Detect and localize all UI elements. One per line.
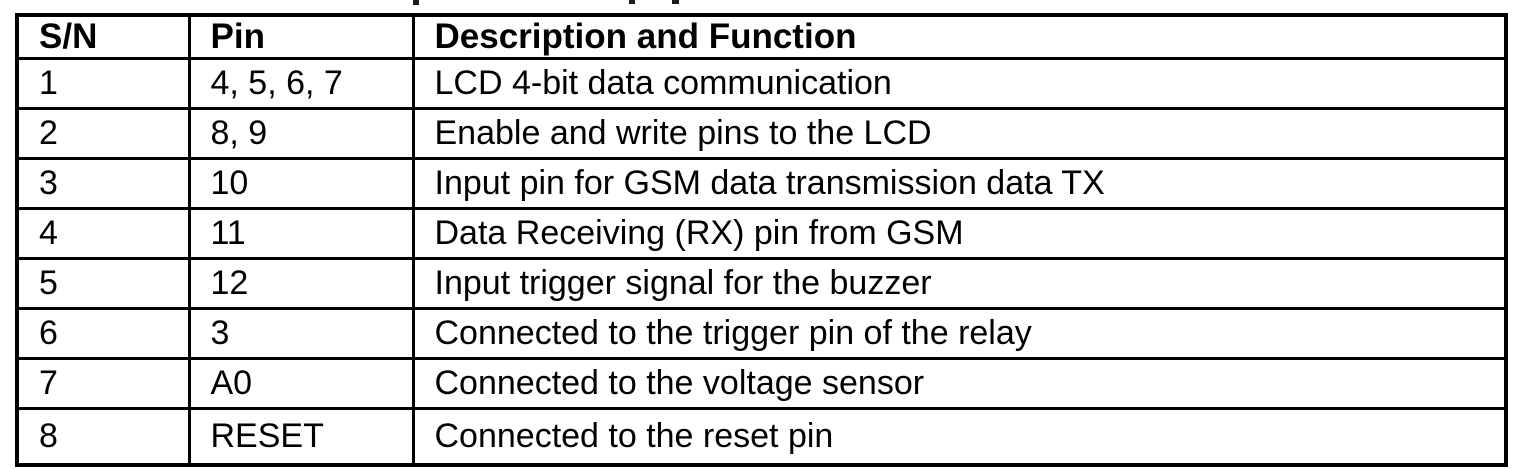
cell-pin: 3 bbox=[187, 306, 415, 360]
cell-description: Connected to the voltage sensor bbox=[411, 356, 1508, 410]
cell-sn: 6 bbox=[15, 306, 191, 360]
cropped-caption-fragment bbox=[413, 0, 419, 5]
pin-description-table: S/N Pin Description and Function 1 4, 5,… bbox=[15, 13, 1508, 467]
cell-sn: 3 bbox=[15, 156, 191, 210]
table-header-row: S/N Pin Description and Function bbox=[15, 13, 1508, 60]
cell-description: Enable and write pins to the LCD bbox=[411, 106, 1508, 160]
cell-pin: 8, 9 bbox=[187, 106, 415, 160]
cell-sn: 7 bbox=[15, 356, 191, 410]
table-row: 7 A0 Connected to the voltage sensor bbox=[15, 356, 1508, 410]
header-description: Description and Function bbox=[411, 13, 1508, 60]
cell-pin: 4, 5, 6, 7 bbox=[187, 56, 415, 110]
cell-pin: 10 bbox=[187, 156, 415, 210]
table-row: 5 12 Input trigger signal for the buzzer bbox=[15, 256, 1508, 310]
cell-pin: 11 bbox=[187, 206, 415, 260]
cell-description: Connected to the reset pin bbox=[411, 406, 1508, 467]
cell-sn: 2 bbox=[15, 106, 191, 160]
cell-description: LCD 4-bit data communication bbox=[411, 56, 1508, 110]
cropped-caption-fragment bbox=[672, 0, 679, 4]
cell-description: Input pin for GSM data transmission data… bbox=[411, 156, 1508, 210]
cell-description: Input trigger signal for the buzzer bbox=[411, 256, 1508, 310]
cell-description: Connected to the trigger pin of the rela… bbox=[411, 306, 1508, 360]
cell-sn: 5 bbox=[15, 256, 191, 310]
cell-sn: 1 bbox=[15, 56, 191, 110]
cropped-caption-fragment bbox=[629, 0, 635, 4]
cell-pin: A0 bbox=[187, 356, 415, 410]
table-row: 3 10 Input pin for GSM data transmission… bbox=[15, 156, 1508, 210]
table-row: 8 RESET Connected to the reset pin bbox=[15, 406, 1508, 467]
header-pin: Pin bbox=[187, 13, 415, 60]
table-row: 2 8, 9 Enable and write pins to the LCD bbox=[15, 106, 1508, 160]
table-row: 1 4, 5, 6, 7 LCD 4-bit data communicatio… bbox=[15, 56, 1508, 110]
cell-sn: 8 bbox=[15, 406, 191, 467]
table-row: 4 11 Data Receiving (RX) pin from GSM bbox=[15, 206, 1508, 260]
table-row: 6 3 Connected to the trigger pin of the … bbox=[15, 306, 1508, 360]
cell-pin: RESET bbox=[187, 406, 415, 467]
header-sn: S/N bbox=[15, 13, 191, 60]
cell-description: Data Receiving (RX) pin from GSM bbox=[411, 206, 1508, 260]
cell-pin: 12 bbox=[187, 256, 415, 310]
cell-sn: 4 bbox=[15, 206, 191, 260]
